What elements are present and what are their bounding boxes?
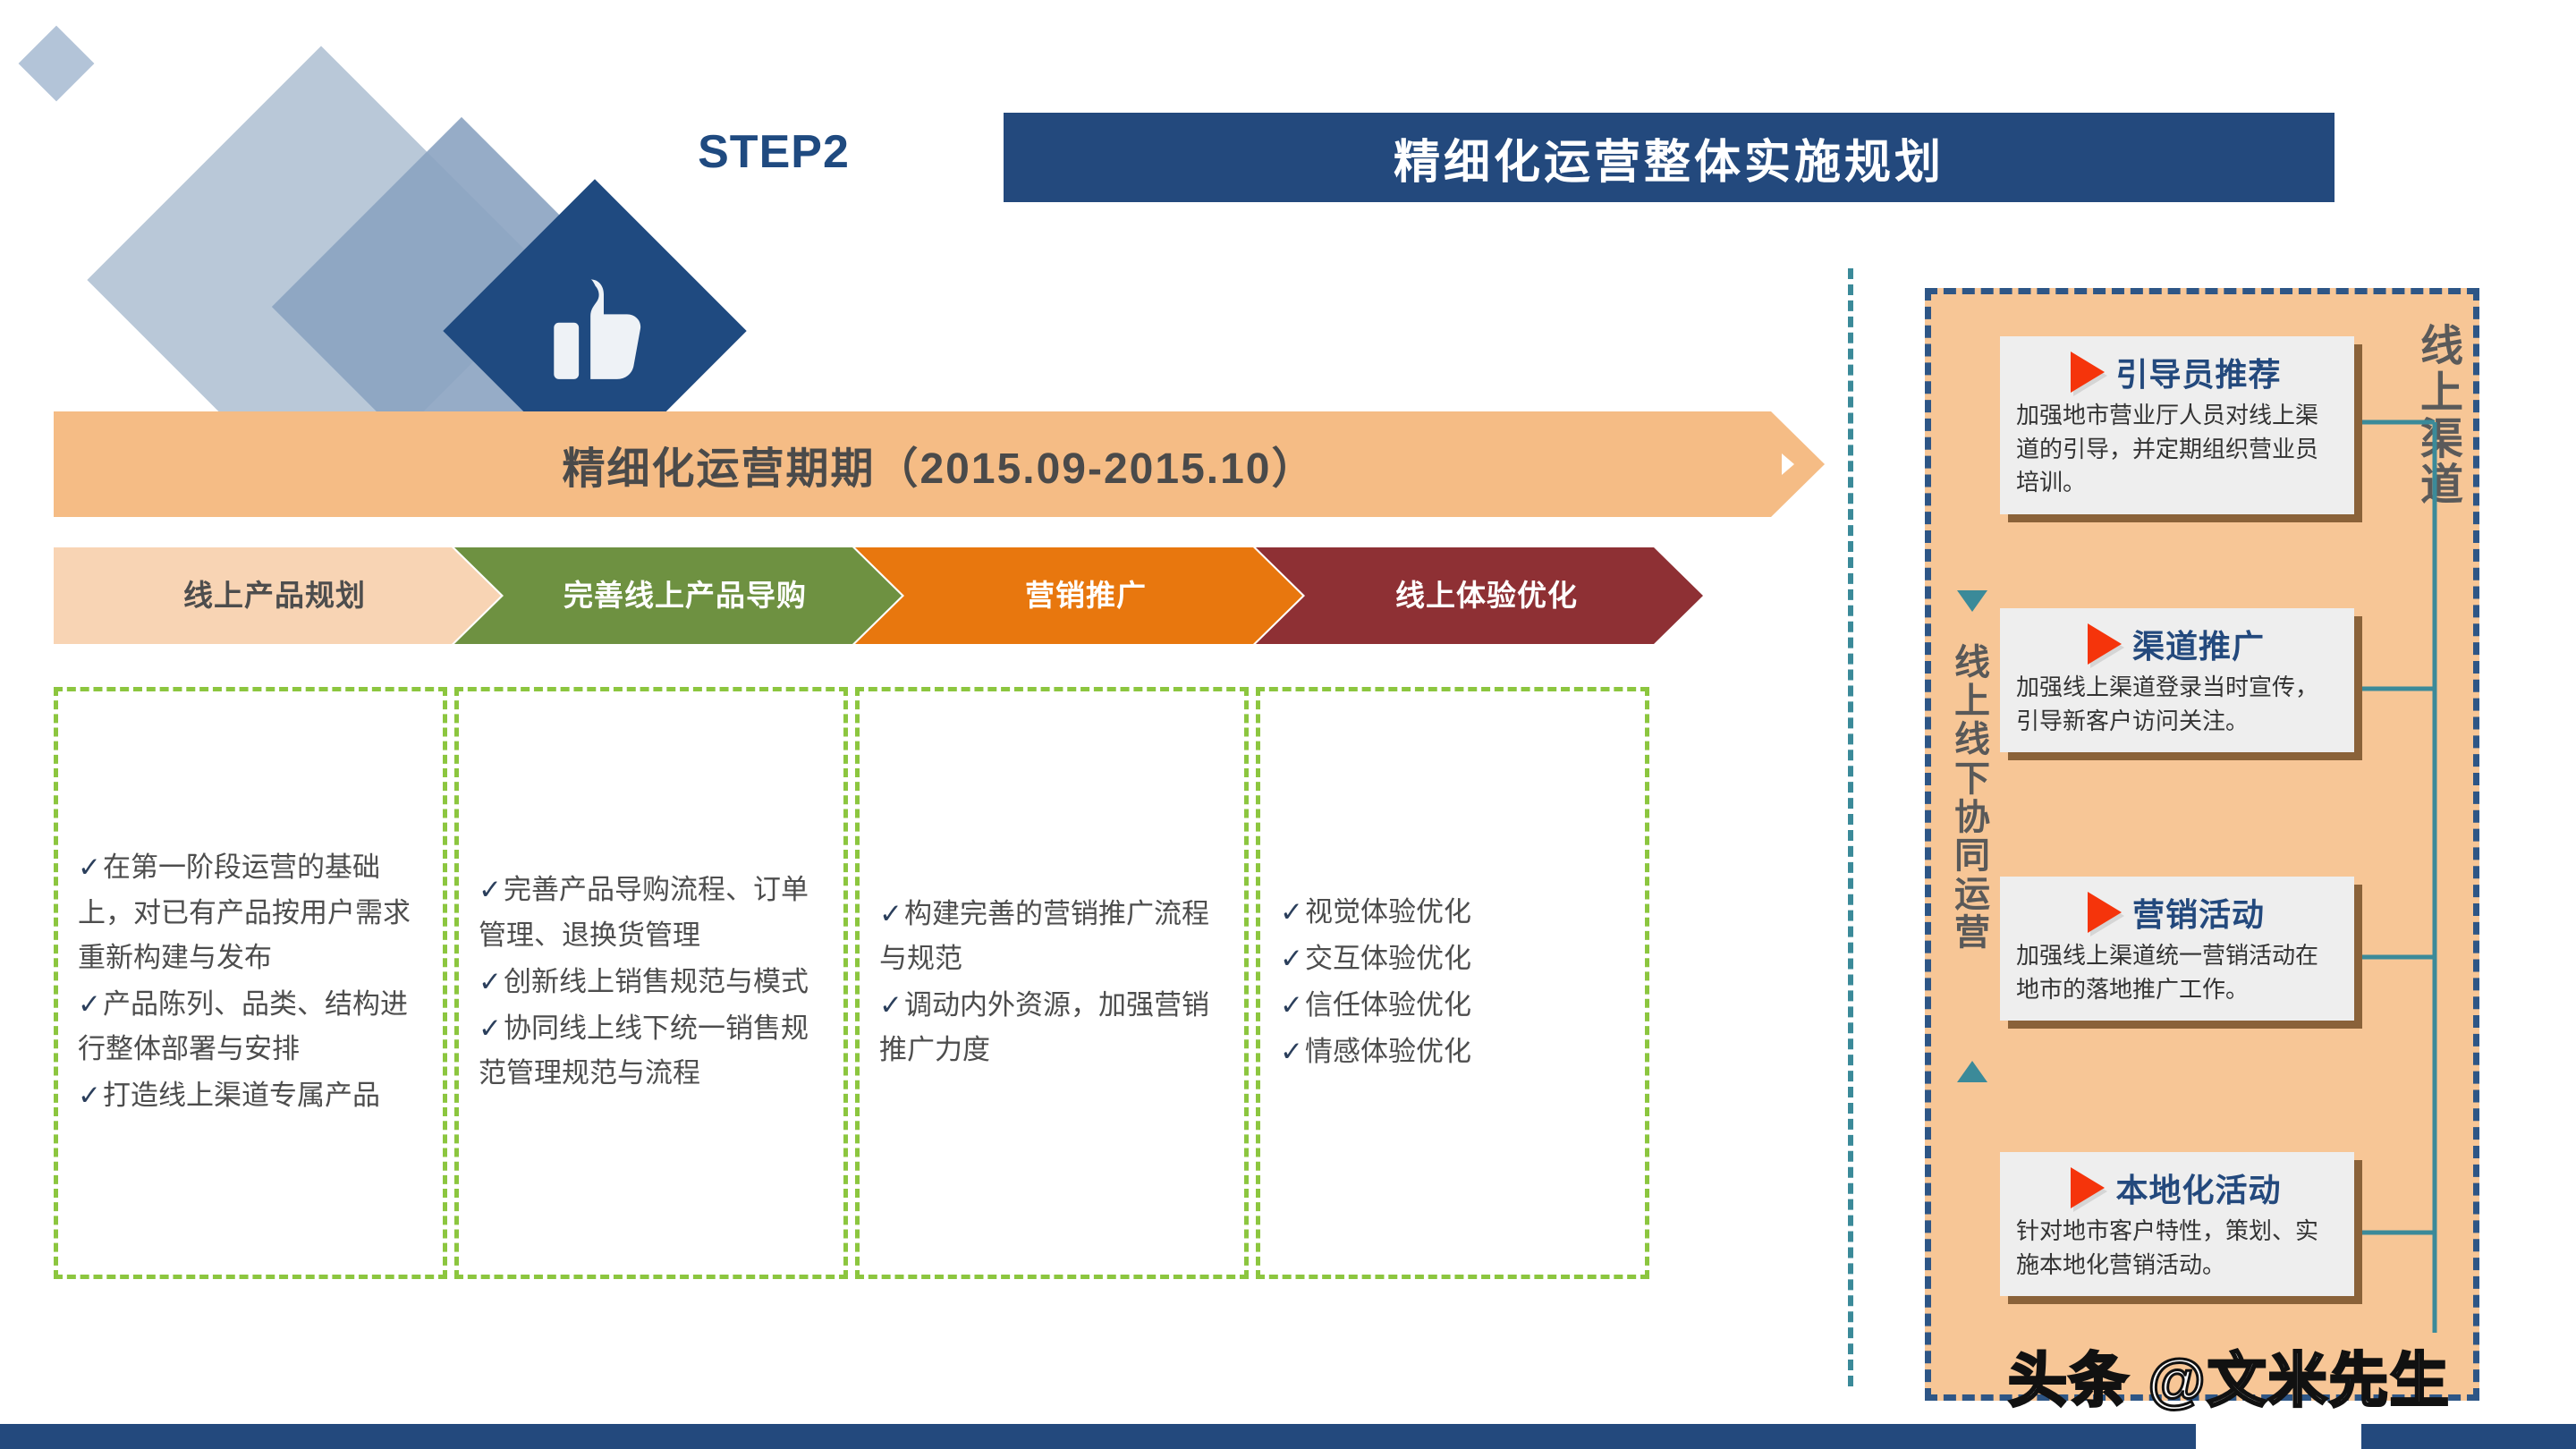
card-body-2: 加强线上渠道登录当时宣传，引导新客户访问关注。 [2016, 674, 2319, 734]
section-divider [1848, 268, 1853, 1386]
detail-item: ✓协同线上线下统一销售规范管理规范与流程 [479, 1013, 809, 1089]
stage-detail-columns: ✓在第一阶段运营的基础上，对已有产品按用户需求重新构建与发布 ✓产品陈列、品类、结… [54, 687, 1834, 1279]
flow-arrow-up-icon [1957, 1061, 1987, 1082]
card-title-row: 营销活动 [2016, 889, 2336, 936]
check-icon: ✓ [879, 897, 902, 929]
vertical-label-char: 上 [1954, 682, 1990, 722]
check-icon: ✓ [1280, 989, 1303, 1021]
stage-detail-box-2: ✓完善产品导购流程、订单管理、退换货管理 ✓创新线上销售规范与模式 ✓协同线上线下统… [454, 687, 848, 1279]
stage-detail-box-1: ✓在第一阶段运营的基础上，对已有产品按用户需求重新构建与发布 ✓产品陈列、品类、结… [54, 687, 447, 1279]
stage-chevron-4[interactable]: 线上体验优化 [1256, 547, 1703, 644]
vertical-label-char: 营 [1954, 913, 1990, 953]
vertical-label-char: 协 [1954, 797, 1990, 837]
card-title-row: 渠道推广 [2016, 621, 2336, 667]
detail-item: ✓视觉体验优化 [1280, 895, 1471, 928]
check-icon: ✓ [78, 1080, 101, 1112]
stage-label-2: 完善线上产品导购 [564, 579, 807, 613]
detail-item: ✓在第一阶段运营的基础上，对已有产品按用户需求重新构建与发布 [78, 852, 411, 973]
detail-item: ✓交互体验优化 [1280, 942, 1471, 974]
vertical-label-online-channel: 线上渠道 [2415, 324, 2469, 509]
detail-item: ✓创新线上销售规范与模式 [479, 965, 809, 997]
phase-banner: 精细化运营期期（2015.09-2015.10） [54, 411, 1825, 517]
channel-card-3[interactable]: 营销活动 加强线上渠道统一营销活动在地市的落地推广工作。 [2000, 877, 2354, 1021]
card-title-row: 本地化活动 [2016, 1165, 2336, 1211]
play-triangle-icon [2087, 892, 2122, 933]
check-icon: ✓ [1280, 942, 1303, 974]
card-body-3: 加强线上渠道统一营销活动在地市的落地推广工作。 [2016, 942, 2319, 1003]
page-title: 精细化运营整体实施规划 [1393, 136, 1945, 189]
check-icon: ✓ [479, 1013, 502, 1045]
banner-arrow-icon [1782, 453, 1794, 475]
thumbs-up-icon [554, 279, 641, 379]
bottom-bar-left [0, 1424, 2196, 1449]
detail-item: ✓完善产品导购流程、订单管理、退换货管理 [479, 874, 809, 951]
channel-card-1[interactable]: 引导员推荐 加强地市营业厅人员对线上渠道的引导，并定期组织营业员培训。 [2000, 336, 2354, 515]
card-connector-lines [2360, 419, 2437, 1333]
play-triangle-icon [2071, 1167, 2106, 1208]
channel-card-4[interactable]: 本地化活动 针对地市客户特性，策划、实施本地化营销活动。 [2000, 1152, 2354, 1297]
card-body-4: 针对地市客户特性，策划、实施本地化营销活动。 [2016, 1217, 2319, 1278]
vertical-label-char: 道 [2419, 462, 2463, 510]
card-title-2: 渠道推广 [2131, 628, 2265, 665]
check-icon: ✓ [78, 852, 101, 884]
stage-detail-list-1: ✓在第一阶段运营的基础上，对已有产品按用户需求重新构建与发布 ✓产品陈列、品类、结… [58, 845, 443, 1120]
vertical-label-char: 线 [1954, 720, 1990, 760]
stage-label-4: 线上体验优化 [1395, 579, 1578, 613]
play-triangle-icon [2071, 352, 2106, 393]
stage-chevron-row: 线上产品规划 完善线上产品导购 营销推广 线上体验优化 [54, 547, 1834, 644]
card-title-1: 引导员推荐 [2115, 356, 2282, 393]
stage-detail-list-4: ✓视觉体验优化 ✓交互体验优化 ✓信任体验优化 ✓情感体验优化 [1260, 890, 1645, 1077]
vertical-label-char: 同 [1954, 835, 1990, 876]
decorative-diamond-small [18, 25, 95, 102]
card-title-row: 引导员推荐 [2016, 349, 2336, 395]
stage-chevron-1[interactable]: 线上产品规划 [54, 547, 501, 644]
check-icon: ✓ [879, 989, 902, 1021]
detail-item: ✓产品陈列、品类、结构进行整体部署与安排 [78, 988, 408, 1065]
check-icon: ✓ [78, 988, 101, 1020]
stage-label-1: 线上产品规划 [183, 579, 366, 613]
detail-item: ✓调动内外资源，加强营销推广力度 [879, 989, 1209, 1066]
check-icon: ✓ [479, 874, 502, 906]
stage-detail-box-3: ✓构建完善的营销推广流程与规范 ✓调动内外资源，加强营销推广力度 [855, 687, 1249, 1279]
bottom-bar-right [2361, 1424, 2576, 1449]
stage-chevron-3[interactable]: 营销推广 [855, 547, 1302, 644]
detail-item: ✓信任体验优化 [1280, 989, 1471, 1021]
watermark: 头条 @文米先生 [2007, 1346, 2451, 1415]
detail-item: ✓构建完善的营销推广流程与规范 [879, 897, 1209, 974]
detail-item: ✓打造线上渠道专属产品 [78, 1080, 380, 1112]
vertical-label-char: 线 [1954, 643, 1990, 682]
detail-item: ✓情感体验优化 [1280, 1036, 1471, 1068]
check-icon: ✓ [1280, 1036, 1303, 1068]
stage-detail-box-4: ✓视觉体验优化 ✓交互体验优化 ✓信任体验优化 ✓情感体验优化 [1256, 687, 1649, 1279]
flow-arrow-down-icon [1957, 590, 1987, 612]
check-icon: ✓ [1280, 895, 1303, 928]
vertical-label-char: 运 [1954, 875, 1990, 915]
check-icon: ✓ [479, 965, 502, 997]
vertical-label-char: 上 [2419, 369, 2463, 417]
header-bar: 精细化运营整体实施规划 [1004, 113, 2334, 202]
play-triangle-icon [2087, 623, 2122, 665]
vertical-label-char: 线 [2419, 323, 2463, 370]
stage-detail-list-3: ✓构建完善的营销推广流程与规范 ✓调动内外资源，加强营销推广力度 [860, 892, 1244, 1075]
card-title-4: 本地化活动 [2115, 1172, 2282, 1208]
vertical-label-online-offline: 线上线下协同运营 [1948, 643, 1996, 953]
stage-detail-list-2: ✓完善产品导购流程、订单管理、退换货管理 ✓创新线上销售规范与模式 ✓协同线上线下统… [459, 868, 843, 1097]
vertical-label-char: 下 [1954, 758, 1990, 799]
stage-chevron-2[interactable]: 完善线上产品导购 [454, 547, 902, 644]
step-label: STEP2 [698, 126, 850, 178]
phase-banner-label: 精细化运营期期（2015.09-2015.10） [562, 445, 1317, 493]
stage-label-3: 营销推广 [1025, 579, 1147, 613]
channel-card-2[interactable]: 渠道推广 加强线上渠道登录当时宣传，引导新客户访问关注。 [2000, 608, 2354, 753]
card-title-3: 营销活动 [2131, 896, 2265, 933]
card-body-1: 加强地市营业厅人员对线上渠道的引导，并定期组织营业员培训。 [2016, 402, 2319, 496]
